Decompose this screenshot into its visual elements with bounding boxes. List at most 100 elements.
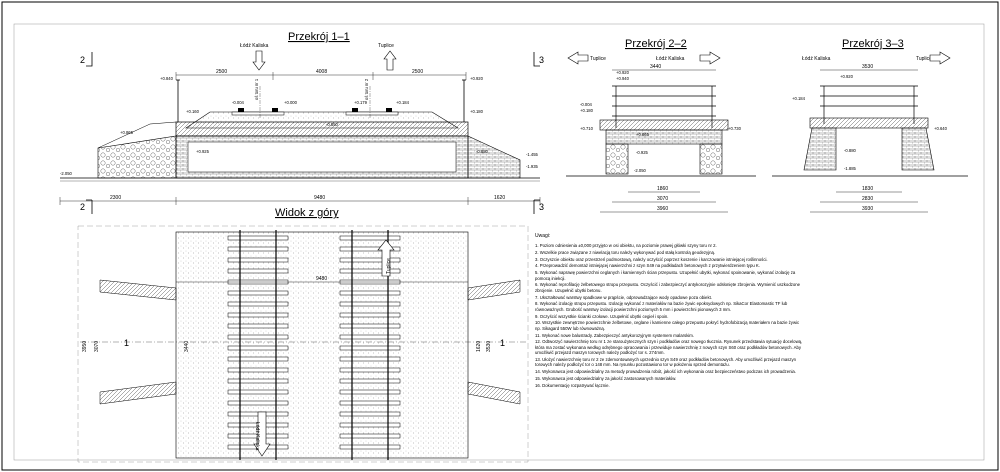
section-3-3-title: Przekrój 3–3 <box>842 38 904 50</box>
station-right-label: Tuplice <box>378 43 394 49</box>
sleeper <box>227 246 289 252</box>
sleeper <box>227 257 289 263</box>
bottom-dims-3-3 <box>810 191 928 213</box>
note-item: 14. Wykonawca jest odpowiedzialny za met… <box>535 369 797 375</box>
sleeper <box>227 356 289 362</box>
level-label: -0.004 <box>580 102 593 107</box>
bottom-dims-2-2 <box>600 191 728 213</box>
sleeper <box>339 290 401 296</box>
level-label: -0.880 <box>844 148 857 153</box>
station-left-label: Łódź Kaliska <box>802 56 831 62</box>
dim-top: 3440 <box>650 64 661 70</box>
level-label: +0.920 <box>840 74 854 79</box>
sleeper <box>227 290 289 296</box>
down-arrow-icon <box>253 411 271 457</box>
section-3-3: Przekrój 3–3 Łódź Kaliska Tuplice 3530 +… <box>772 38 968 213</box>
note-item: 1. Poziom odniesienia ±0,000 przyjęto w … <box>535 243 717 248</box>
railing-3-3 <box>820 85 918 124</box>
plan-mid-dim: 9480 <box>316 276 327 282</box>
dim-bottom-3: 1620 <box>494 195 505 201</box>
level-label: +0.184 <box>396 100 410 105</box>
section-mark-3-bottom: 3 <box>539 202 544 212</box>
deck-slab <box>175 121 469 137</box>
notes-block: Uwagi: 1. Poziom odniesienia ±0,000 przy… <box>535 233 805 438</box>
level-label: +0.180 <box>580 108 594 113</box>
section-mark-2-bottom: 2 <box>80 202 85 212</box>
level-label: +0.179 <box>354 100 368 105</box>
section-mark-3-bottom-line <box>533 199 540 214</box>
section-mark-3-top: 3 <box>539 55 544 65</box>
plan-title: Widok z góry <box>275 207 339 219</box>
plan-left-dim: 3440 <box>184 341 190 352</box>
level-label: +0.865 <box>120 130 134 135</box>
section-mark-2-top: 2 <box>80 55 85 65</box>
deck-2-2 <box>599 119 729 131</box>
up-arrow-icon <box>383 50 397 71</box>
dim-bottom: 1830 <box>862 186 873 192</box>
plan-cut-mark-left: 1 <box>124 338 129 348</box>
plan-rails <box>239 230 389 460</box>
notes-list: 1. Poziom odniesienia ±0,000 przyjęto w … <box>535 243 805 388</box>
wingwall-left-3-3 <box>803 127 837 171</box>
station-left-label: Tuplice <box>590 56 606 62</box>
note-item: 4. Przeprowadzić demontaż istniejącej na… <box>535 263 760 269</box>
sleeper <box>339 312 401 318</box>
pier-left-2-2 <box>605 143 629 175</box>
right-arrow-icon <box>929 51 951 65</box>
sleeper <box>227 400 289 406</box>
dim-top: 3530 <box>862 64 873 70</box>
sleeper <box>339 422 401 428</box>
station-left-label: Łódź Kaliska <box>240 43 269 49</box>
sleeper <box>227 389 289 395</box>
level-label: -0.880 <box>476 149 489 154</box>
top-dimension-chain <box>175 72 467 80</box>
note-item: 6. Wykonać reprofilację żelbetowego stro… <box>535 282 801 293</box>
sleeper <box>339 378 401 384</box>
section-mark-3-top-line <box>533 52 540 67</box>
note-item: 16. Dokumentację rozpatrywać łącznie. <box>535 382 610 388</box>
dim-bottom: 1860 <box>657 186 668 192</box>
notes-heading: Uwagi: <box>535 233 551 239</box>
dim-bottom: 3930 <box>862 206 873 212</box>
culvert-opening <box>187 141 457 173</box>
track-rails <box>231 108 399 116</box>
sleeper <box>227 312 289 318</box>
level-label: +0.920 <box>470 76 484 81</box>
plan-left-dim: 3950 <box>82 341 88 352</box>
dim-bottom-1: 2300 <box>110 195 121 201</box>
note-item: 13. Ułożyć nawierzchnię toru nr 2 ze zde… <box>535 357 797 368</box>
sleeper <box>339 334 401 340</box>
sleeper <box>339 345 401 351</box>
deck-3-3 <box>809 117 929 129</box>
sleeper <box>227 301 289 307</box>
dim-top-3: 2500 <box>412 69 423 75</box>
level-label: +0.160 <box>186 109 200 114</box>
sleeper <box>339 323 401 329</box>
pier-right-2-2 <box>699 143 723 175</box>
level-label: -0.550 <box>326 122 339 127</box>
level-label: -0.925 <box>636 150 649 155</box>
note-item: 12. Odtworzyć nawierzchnię toru nr 1 ze … <box>535 339 803 356</box>
level-label: +0.730 <box>728 126 742 131</box>
sleeper <box>339 301 401 307</box>
level-label: +0.184 <box>792 96 806 101</box>
sleeper <box>339 444 401 450</box>
bottom-dimension-chain <box>59 197 541 205</box>
note-item: 10. Wszystkie zewnętrzne powierzchnie że… <box>535 320 800 331</box>
sleeper <box>227 268 289 274</box>
level-label: +0.865 <box>636 132 650 137</box>
sleeper <box>339 356 401 362</box>
sleeper <box>227 345 289 351</box>
note-item: 11. Wykonać nowe balustrady. Zabezpieczy… <box>535 332 695 338</box>
dim-bottom-2: 9480 <box>314 195 325 201</box>
sleeper <box>339 433 401 439</box>
section-mark-2-bottom-line <box>86 199 93 214</box>
sleeper <box>339 400 401 406</box>
plan-wingwall-left <box>99 279 177 405</box>
note-item: 7. Ukształtować warstwy spadkowe w prąpś… <box>535 294 712 300</box>
level-label: -0.004 <box>232 100 245 105</box>
up-arrow-icon <box>377 239 395 277</box>
sleeper <box>227 323 289 329</box>
